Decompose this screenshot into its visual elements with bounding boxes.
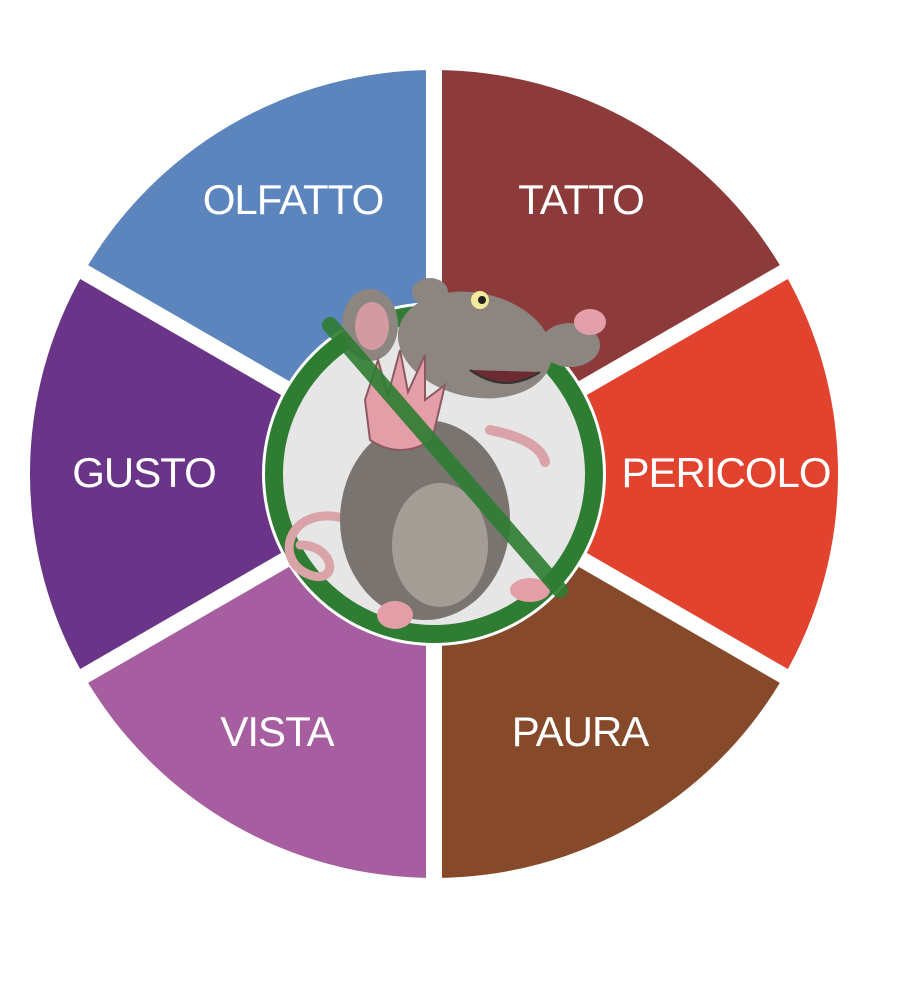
label-vista: VISTA <box>220 708 334 755</box>
rat-illustration <box>284 278 606 629</box>
label-paura: PAURA <box>512 708 650 755</box>
label-pericolo: PERICOLO <box>621 449 830 496</box>
no-rats-icon <box>262 278 606 646</box>
label-olfatto: OLFATTO <box>203 176 383 223</box>
label-gusto: GUSTO <box>72 449 216 496</box>
segment-pericolo <box>434 272 839 676</box>
label-tatto: TATTO <box>518 176 644 223</box>
segment-gusto <box>29 272 435 676</box>
